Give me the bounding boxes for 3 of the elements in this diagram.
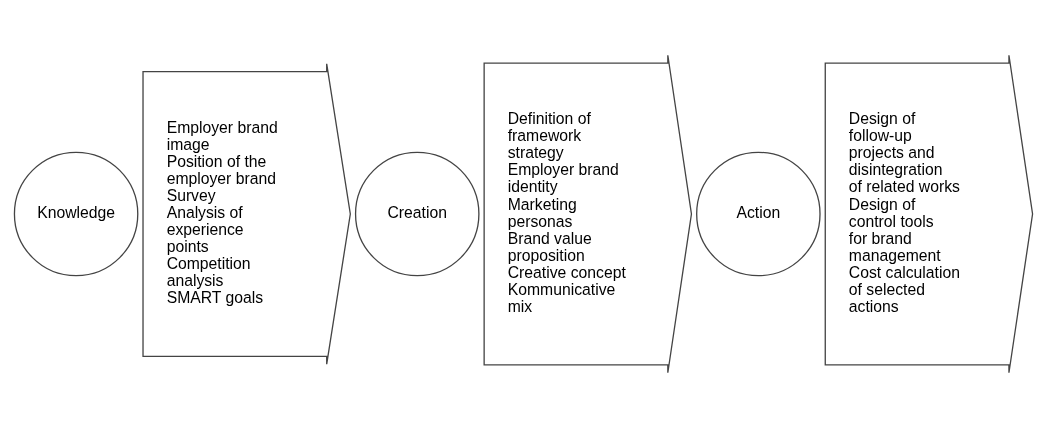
node-circle: Knowledge (13, 151, 139, 276)
node-circle: Action (696, 151, 821, 276)
node-circle: Creation (354, 151, 480, 276)
